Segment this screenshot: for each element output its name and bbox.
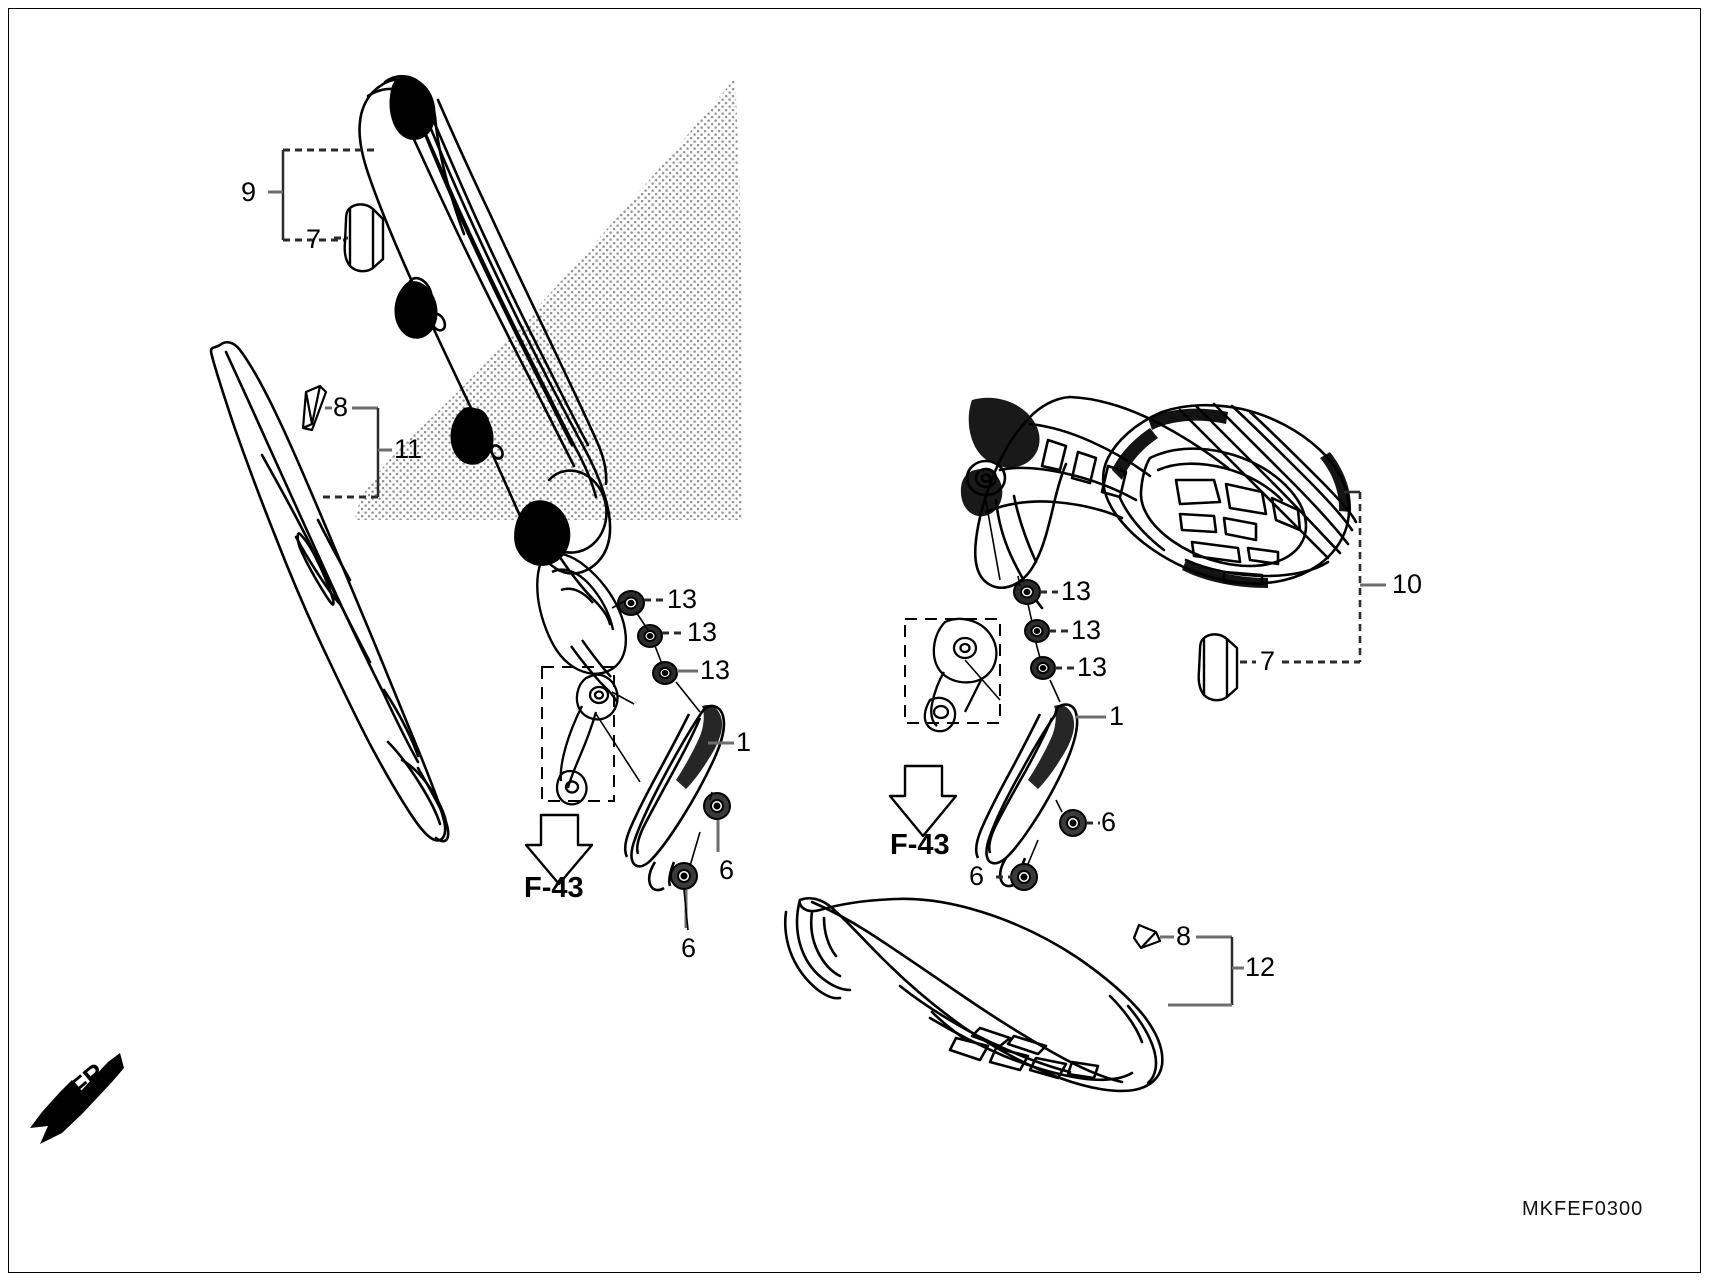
callout-6-l1: 6 (719, 855, 735, 885)
callout-13-r1: 13 (1061, 576, 1092, 606)
callout-8-left: 8 (333, 392, 349, 422)
callout-1-left: 1 (736, 727, 752, 757)
callout-1-right: 1 (1109, 701, 1125, 731)
callout-8-right: 8 (1176, 921, 1192, 951)
reference-f43-right[interactable]: F-43 (890, 829, 950, 861)
callout-13-r2: 13 (1071, 615, 1102, 645)
diagram-code: MKFEF0300 (1522, 1198, 1644, 1220)
reference-f43-left[interactable]: F-43 (524, 872, 584, 904)
callout-13-l1: 13 (667, 584, 698, 614)
callout-10: 10 (1392, 569, 1423, 599)
callout-13-l3: 13 (700, 655, 731, 685)
callout-13-l2: 13 (687, 617, 718, 647)
callout-6-r2: 6 (969, 861, 985, 891)
callout-7-left: 7 (306, 224, 322, 254)
callout-11: 11 (394, 434, 423, 464)
callout-6-l2: 6 (681, 933, 697, 963)
diagram-border (8, 8, 1701, 1273)
callout-6-r1: 6 (1101, 807, 1117, 837)
callout-9: 9 (241, 177, 257, 207)
callout-7-right: 7 (1260, 646, 1276, 676)
callout-13-r3: 13 (1077, 652, 1108, 682)
callout-12: 12 (1245, 952, 1276, 982)
